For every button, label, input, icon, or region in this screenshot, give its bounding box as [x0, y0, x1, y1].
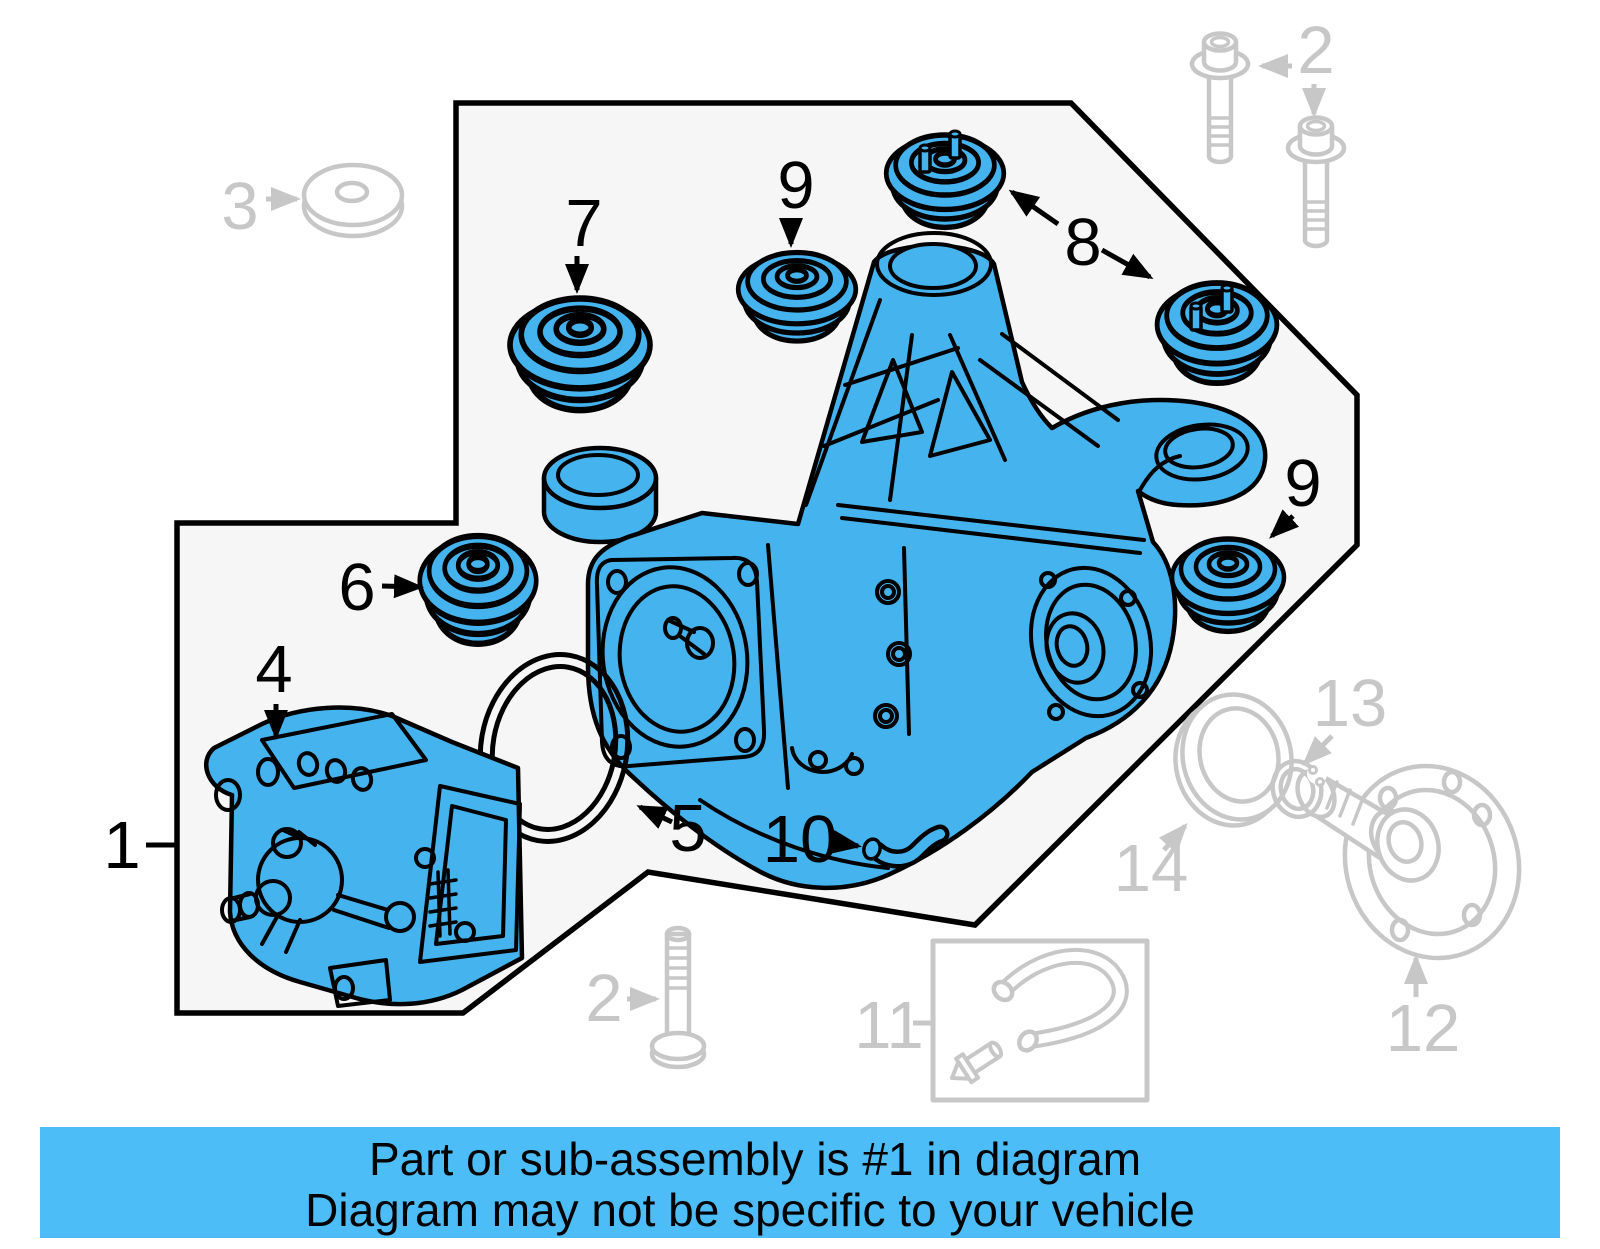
callout-3-label: 3	[221, 169, 258, 244]
part-hose-kit-box	[930, 938, 1150, 1103]
callout-10-label: 10	[763, 802, 838, 877]
callout-8-arrow-right	[1100, 247, 1154, 280]
callout-9-right-label: 9	[1284, 446, 1321, 521]
callout-13-arrow	[1302, 734, 1334, 766]
callout-6-label: 6	[338, 550, 375, 625]
callout-11-label: 11	[854, 988, 924, 1063]
callout-7: 7	[565, 186, 603, 294]
info-banner-background	[40, 1127, 1560, 1238]
part-bolt-upper-left	[1192, 34, 1248, 163]
part-vent-elbow	[862, 824, 950, 869]
callout-2-top-label: 2	[1297, 13, 1334, 88]
callout-1-label: 1	[103, 808, 140, 883]
callout-10: 10	[763, 802, 862, 877]
callout-8-arrow-top	[1008, 189, 1060, 227]
callout-4: 4	[255, 632, 293, 740]
part-bolt-lower	[649, 925, 707, 1070]
callout-4-label: 4	[255, 632, 292, 707]
callout-6-arrow	[381, 574, 424, 599]
callout-14-arrow	[1158, 822, 1188, 854]
callout-13: 13	[1302, 666, 1388, 766]
callout-14: 14	[1114, 822, 1189, 906]
hose	[991, 948, 1129, 1053]
part-washer	[301, 162, 405, 239]
housing-left-seat	[541, 445, 659, 545]
callout-1: 1	[103, 808, 177, 883]
callout-2-bottom: 2	[585, 961, 660, 1036]
part-pump	[203, 705, 525, 1008]
part-output-flange	[1295, 763, 1522, 961]
part-differential-housing	[585, 231, 1268, 890]
part-snap-ring	[1270, 758, 1327, 820]
callout-3: 3	[221, 169, 301, 244]
callout-9-right: 9	[1269, 446, 1322, 539]
callout-5-arrow	[636, 804, 674, 829]
callout-8-label: 8	[1064, 205, 1101, 280]
callout-12: 12	[1386, 954, 1461, 1066]
part-bolt-upper-right	[1288, 118, 1344, 247]
callout-6: 6	[338, 550, 424, 625]
callout-2-bottom-label: 2	[585, 961, 622, 1036]
info-banner-line1: Part or sub-assembly is #1 in diagram	[369, 1133, 1141, 1185]
housing-detail-lines	[594, 231, 1250, 870]
callout-5: 5	[636, 791, 707, 866]
callout-12-label: 12	[1386, 991, 1461, 1066]
pump-detail-lines	[214, 712, 522, 1008]
callout-2-top: 2	[1258, 13, 1335, 118]
callout-13-label: 13	[1313, 666, 1388, 741]
callout-9-right-arrow	[1269, 509, 1300, 539]
callout-8: 8	[1008, 189, 1154, 280]
callout-10-arrow	[830, 830, 862, 854]
info-banner-line2: Diagram may not be specific to your vehi…	[305, 1184, 1195, 1236]
callout-9-top: 9	[777, 148, 815, 248]
info-banner: Part or sub-assembly is #1 in diagram Di…	[40, 1127, 1560, 1238]
callout-14-label: 14	[1114, 831, 1189, 906]
callout-5-label: 5	[669, 791, 706, 866]
part-oring	[477, 652, 631, 844]
callout-9-top-label: 9	[777, 148, 814, 223]
hose-fitting	[950, 1040, 1004, 1085]
callout-7-label: 7	[565, 186, 602, 261]
callout-11: 11	[854, 988, 934, 1063]
part-shaft-seal	[1173, 692, 1294, 828]
